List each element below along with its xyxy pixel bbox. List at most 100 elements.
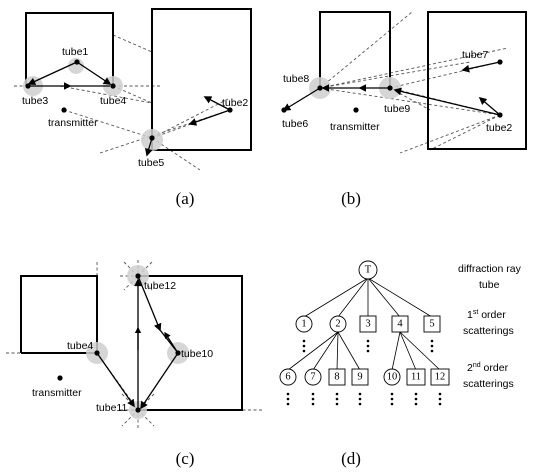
panel-a-tube5-point: [149, 135, 155, 141]
panel-d-node-7-label: 7: [310, 372, 315, 383]
panel-c-tube10-point: [175, 350, 181, 356]
panel-a: tube1 tube3 tube4 transmitter tube2 tube…: [14, 8, 252, 208]
panel-c-caption: (c): [176, 449, 195, 468]
panel-d-node-6-label: 6: [285, 372, 290, 383]
panel-a-tube3-point: [25, 83, 31, 89]
panel-c-transmitter-point: [57, 375, 63, 381]
panel-b-ray-2-7: [478, 96, 501, 116]
panel-b-tube7-point: [497, 59, 503, 65]
panel-b-ray-2-9: [393, 87, 501, 116]
panel-a-ray-2-b: [188, 109, 231, 126]
panel-d-node-11: [406, 368, 426, 386]
panel-a-tube1-halo: [68, 58, 84, 74]
panel-b-building-left: [319, 11, 391, 88]
panel-d: T 1 2 3 4 5 6 7 8 9 10 11 12: [279, 260, 522, 468]
panel-d-legend-second-sup: nd: [473, 362, 481, 369]
panel-b-tube6-point: [281, 107, 287, 113]
panel-d-legend-root-line2: tube: [479, 279, 500, 291]
panel-d-node-6: [279, 368, 297, 386]
panel-d-level2-dots: [286, 392, 442, 406]
panel-a-label-tube3: tube3: [22, 95, 48, 107]
panel-d-node-3: [359, 315, 377, 333]
panel-d-legend-first-line1: 1st order: [467, 309, 506, 321]
panel-a-label-tube2: tube2: [222, 97, 248, 109]
panel-d-node-1: [295, 315, 313, 333]
panel-d-legend-root-line1: diffraction ray: [458, 263, 522, 275]
panel-d-legend-first-line2: scatterings: [463, 325, 514, 337]
panel-a-tube1-point: [74, 59, 80, 65]
panel-d-node-8: [328, 368, 346, 386]
panel-c-building-left: [20, 275, 98, 354]
panel-c-label-transmitter: transmitter: [32, 387, 82, 399]
panel-c-tube4-point: [94, 350, 100, 356]
panel-d-legend-second-num: 2: [467, 362, 473, 374]
panel-a-label-tube4: tube4: [100, 95, 126, 107]
panel-d-tree-edges: [287, 277, 441, 371]
panel-d-node-root: [358, 260, 378, 280]
panel-d-node-5-label: 5: [429, 319, 434, 330]
panel-d-caption: (d): [341, 449, 361, 468]
panel-d-node-10: [383, 368, 401, 386]
panel-d-legend-first-sup: st: [473, 309, 479, 316]
panel-c: tube12 tube4 tube10 tube11 transmitter (…: [6, 260, 262, 468]
panel-b-label-tube7: tube7: [462, 49, 488, 61]
panel-d-node-9: [351, 368, 369, 386]
panel-d-node-2-label: 2: [335, 319, 340, 330]
panel-d-node-9-label: 9: [357, 372, 362, 383]
panel-a-ray-1-4: [76, 61, 112, 85]
panel-d-level1-dots: [302, 339, 434, 353]
panel-b-tube2-point: [497, 112, 503, 118]
panel-b-transmitter-point: [353, 107, 359, 113]
panel-d-node-11-label: 11: [411, 372, 421, 383]
panel-a-tube4-point: [110, 83, 116, 89]
panel-d-node-12-label: 12: [435, 372, 446, 383]
panel-c-label-tube10: tube10: [181, 348, 213, 360]
panel-c-ray-10-up: [164, 331, 179, 354]
panel-b-label-tube6: tube6: [282, 118, 308, 130]
panel-a-ray-1-3: [27, 61, 78, 85]
panel-b-label-tube8: tube8: [283, 73, 309, 85]
panel-b-ray-7: [461, 61, 501, 73]
panel-d-legend-second-rest: order: [481, 362, 509, 374]
panel-a-transmitter-point: [61, 107, 67, 113]
panel-a-ray-2-a: [203, 96, 231, 111]
panel-a-label-transmitter: transmitter: [48, 117, 98, 129]
panel-b-building-right: [427, 11, 527, 150]
panel-b: tube8 tube9 tube6 transmitter tube7 tube…: [281, 11, 527, 208]
panel-b-label-transmitter: transmitter: [330, 121, 380, 133]
panel-d-node-5: [423, 315, 441, 333]
panel-c-building-right: [138, 275, 243, 411]
panel-d-node-3-label: 3: [365, 319, 370, 330]
panel-c-ray-12-11: [137, 275, 162, 332]
panel-c-label-tube11: tube11: [96, 402, 127, 414]
panel-b-ray-8-6: [282, 87, 321, 111]
panel-d-node-4-label: 4: [397, 319, 403, 330]
panel-c-tube11-point: [135, 407, 141, 413]
panel-d-node-12: [430, 368, 450, 386]
panel-a-building-right: [151, 8, 252, 151]
panel-d-node-10-label: 10: [387, 372, 398, 383]
panel-a-caption: (a): [176, 189, 195, 208]
panel-d-legend-first-num: 1: [467, 309, 473, 321]
panel-b-label-tube9: tube9: [384, 103, 410, 115]
panel-a-building-left: [25, 12, 114, 86]
panel-a-tube2-point: [227, 107, 233, 113]
panel-b-caption: (b): [341, 189, 361, 208]
panel-c-label-tube12: tube12: [144, 280, 176, 292]
panel-d-legend-first-rest: order: [478, 309, 506, 321]
panel-d-node-4: [391, 315, 409, 333]
panel-d-node-7: [304, 368, 322, 386]
panel-d-node-2: [329, 315, 347, 333]
panel-a-label-tube1: tube1: [62, 46, 88, 58]
panel-d-node-1-label: 1: [301, 319, 306, 330]
panel-c-label-tube4: tube4: [67, 340, 93, 352]
panel-d-node-root-label: T: [365, 265, 372, 276]
panel-a-ray-5: [145, 137, 153, 157]
panel-b-label-tube2: tube2: [486, 122, 512, 134]
panel-d-legend-second-line1: 2nd order: [467, 362, 509, 374]
panel-b-tube9-point: [387, 85, 393, 91]
panel-b-tube8-point: [317, 85, 323, 91]
panel-c-ray-4-11: [96, 352, 135, 408]
panel-c-ray-10-11: [140, 352, 179, 410]
